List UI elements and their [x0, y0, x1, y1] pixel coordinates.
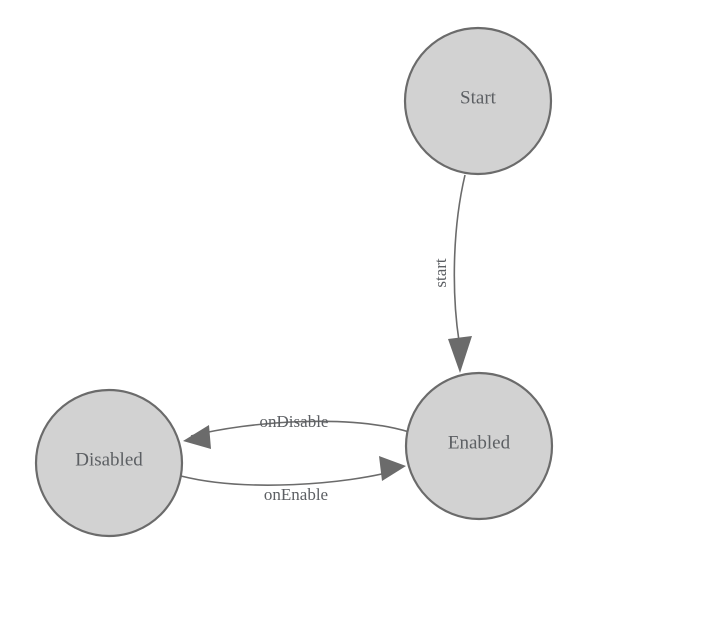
state-node-enabled-circle: [404, 371, 554, 521]
transition-enabled-to-disabled-label: onDisable: [260, 412, 329, 431]
transition-enabled-to-disabled-line: [190, 420, 410, 437]
state-node-disabled-label: Disabled: [75, 449, 143, 470]
transition-disabled-to-enabled-arrowhead-icon: [379, 456, 406, 481]
transition-disabled-to-enabled[interactable]: onEnable: [180, 456, 406, 504]
transition-enabled-to-disabled-arrowhead-icon: [183, 425, 211, 449]
state-node-start-label: Start: [460, 87, 497, 108]
transition-disabled-to-enabled-line: [180, 469, 399, 486]
state-node-enabled-label: Enabled: [448, 432, 511, 453]
state-node-disabled-circle: [34, 388, 184, 538]
state-node-disabled[interactable]: Disabled: [34, 388, 184, 538]
transition-disabled-to-enabled-label: onEnable: [264, 485, 328, 504]
transition-enabled-to-disabled[interactable]: onDisable: [183, 412, 410, 449]
transition-start-to-enabled-line: [453, 174, 466, 342]
transition-start-to-enabled[interactable]: start: [431, 174, 472, 373]
state-node-start-circle: [403, 26, 553, 176]
state-node-enabled[interactable]: Enabled: [404, 371, 554, 521]
transition-start-to-enabled-arrowhead-icon: [448, 336, 472, 373]
state-node-start[interactable]: Start: [403, 26, 553, 176]
transition-start-to-enabled-label: start: [431, 258, 450, 288]
